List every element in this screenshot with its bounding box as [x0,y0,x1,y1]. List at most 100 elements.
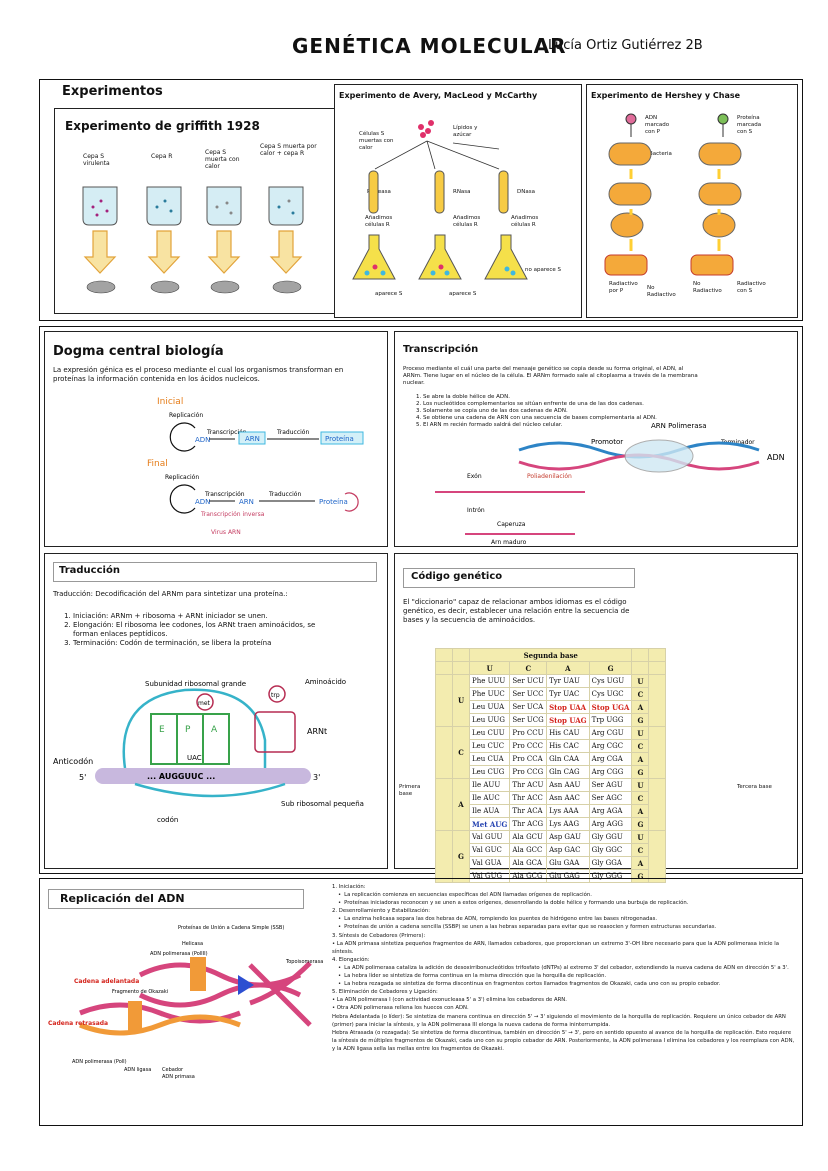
transcription-panel: Transcripción Proceso mediante el cuál u… [394,331,798,547]
dogma-initial-label: Inicial [157,397,183,407]
dna-strand [518,439,760,473]
transcription-step-5: El ARN m recién formado saldrá del núcle… [423,422,723,429]
primera-base-side [435,778,453,831]
third-base-cell: A [631,856,650,870]
replication-bullet-item: •La replicación comienza en secuencias e… [332,891,796,899]
transcription-steps: Se abre la doble hélice de ADN. Los nucl… [409,394,723,429]
avery-diagram [352,120,528,280]
bullet-icon: • [338,981,342,988]
experiments-section: Experimentos Experimento de griffith 192… [39,79,803,321]
genetic-code-title: Código genético [411,571,503,582]
codon-cell: Ser UCC [509,687,548,701]
translation-step-1: Iniciación: ARNm + ribosoma + ARNt inici… [73,612,333,621]
replication-text-line: 3. Síntesis de Cebadores (Primers): [332,932,426,939]
primera-base-side [435,726,453,779]
first-base-cell: C [452,726,470,779]
bullet-icon: • [338,892,342,899]
second-base-g: G [588,661,633,675]
third-base-cell: G [631,869,650,883]
first-base-cell: G [452,830,470,883]
codon-cell: Ser AGC [588,791,633,805]
codon-cell: Phe UUU [468,674,511,688]
translation-intro: Traducción: Decodificación del ARNm para… [53,590,288,598]
rep-label-helicasa: Helicasa [182,941,203,947]
dogma-transcripcion-2: Transcripción [204,491,245,498]
codon-cell: Gln CAG [546,765,590,779]
rep-label-pol3: ADN polimerasa (PolIII) [150,951,208,957]
ribosome-small [134,782,286,798]
hershey-label-5: No Radiactivo [647,285,676,298]
dogma-virus: Virus ARN [211,529,241,536]
translation-title-box [53,562,377,582]
dogma-transcription-section: Dogma central biología La expresión géni… [39,326,803,883]
replication-arc-1 [169,422,196,452]
label-intron: Intrón [467,507,485,514]
codon-cell: Arg AGA [588,804,633,818]
label-arn-maduro: Arn maduro [491,539,527,546]
phages [625,113,729,137]
avery-culture-2: Añadimos células R [453,215,481,228]
segunda-base: Segunda base [468,648,633,662]
label-aminoacido: Aminoácido [305,678,346,686]
dogma-arn-2: ARN [239,498,254,506]
label-caperuza: Caperuza [497,521,526,528]
codon-cell: Phe UUC [468,687,511,701]
third-base-cell: U [631,674,650,688]
down-arrows [629,169,721,251]
replication-bullet-item: •La hebra líder se sintetiza de forma co… [332,972,796,980]
replication-bullet-item: •La hebra rezagada se sintetiza de forma… [332,980,796,988]
trp-label: trp [271,692,280,699]
mrna-bar [95,768,311,784]
griffith-label-3: Cepa S muerta con calor [205,149,240,170]
flasks [352,234,528,280]
translation-title: Traducción [59,565,120,576]
avery-result-3: no aparece S [525,267,562,273]
codon-cell: Gly GGU [588,830,633,844]
codon-cell: Arg CGG [588,765,633,779]
label-arn-pol: ARN Polimerasa [651,422,707,430]
third-base-cell: C [631,791,650,805]
translation-step-3: Terminación: Codón de terminación, se li… [73,639,333,648]
five-prime: 5' [79,773,86,782]
codon-cell: Arg CGA [588,752,633,766]
codon-cell: Stop UAG [546,713,590,727]
replication-text-line: Proteínas iniciadoras reconocen y se une… [344,900,689,907]
codon-cell: Pro CCU [509,726,548,740]
dogma-arn-1: ARN [245,435,260,443]
codon-cell: Leu CUC [468,739,511,753]
label-exon: Exón [467,473,482,480]
site-e-box [150,713,178,765]
label-anticodon: Anticodón [53,756,93,766]
replication-text: 1. Iniciación:•La replicación comienza e… [332,883,796,1053]
pol1-box [128,1001,142,1031]
avery-culture-1: Añadimos células R [365,215,393,228]
codon-cell: Asn AAU [546,778,590,792]
page-header: GENÉTICA MOLECULAR Lucía Ortiz Gutiérrez… [0,34,828,64]
replication-text-line: • Otra ADN polimerasa rellena los huecos… [332,1005,469,1012]
replication-text-line: La hebra líder se sintetiza de forma con… [344,973,607,980]
replication-bullet-item: •Proteínas iniciadoras reconocen y se un… [332,899,796,907]
transcription-step-3: Solamente se copia uno de las dos cadena… [423,408,723,415]
label-promotor: Promotor [591,438,623,446]
mrna-sequence: ... AUGGUUC ... [147,772,215,781]
griffith-title: Experimento de griffith 1928 [65,119,260,133]
hershey-label-3: Bacteria [649,151,672,157]
avery-culture-3: Añadimos células R [511,215,539,228]
label-subunidad-pequena: Sub ribosomal pequeña [281,800,364,808]
dogma-text: La expresión génica es el proceso median… [53,366,344,383]
hershey-label-4: Radiactivo por P [609,281,638,294]
dogma-replication-2: Replicación [165,474,199,481]
codon-cell: Asp GAU [546,830,590,844]
second-base-u: U [468,661,511,675]
codon-cell: Ala GCC [509,843,548,857]
codon-cell: Ser UCA [509,700,548,714]
label-arnt: ARNt [307,727,327,736]
avery-lipids: Lípidos y azúcar [453,125,478,138]
replication-section: Replicación del ADN Proteínas de Unión a… [39,878,803,1126]
replication-text-line: 5. Eliminación de Cebadores y Ligación: [332,989,438,996]
